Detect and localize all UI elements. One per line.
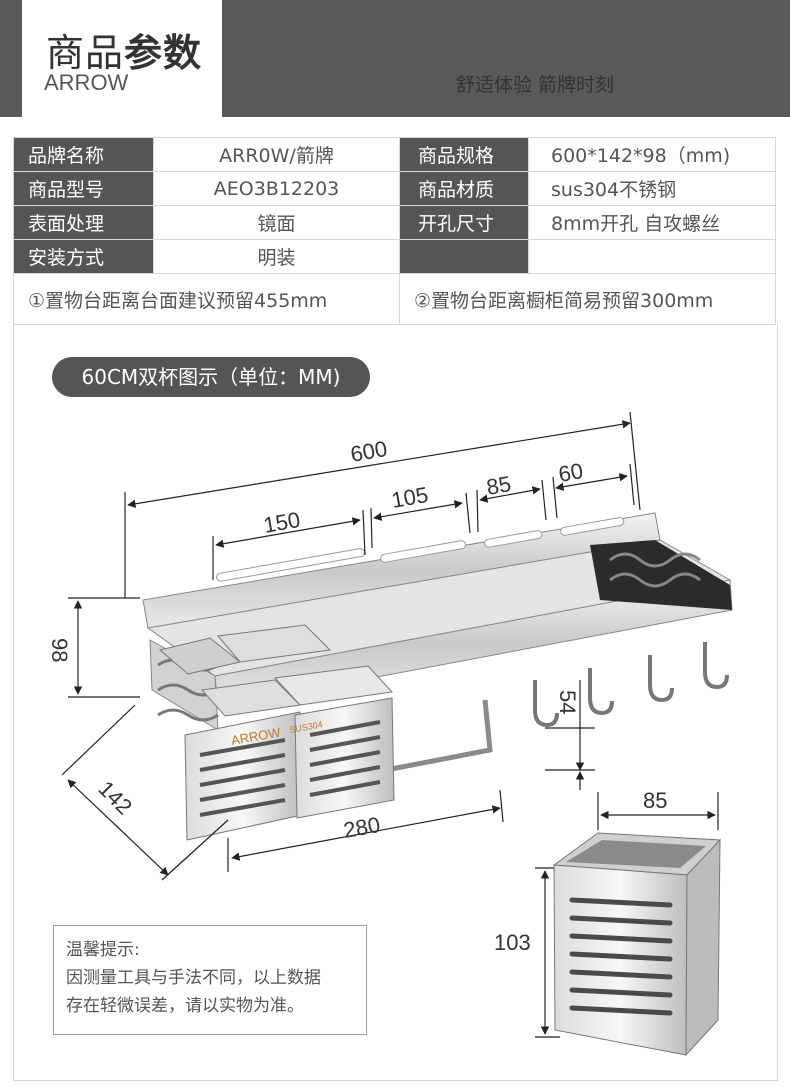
rack-end-panel	[590, 540, 732, 610]
param-value: 明装	[153, 239, 400, 274]
param-label: 商品材质	[399, 171, 529, 206]
note-1: ①置物台距离台面建议预留455mm	[13, 273, 400, 325]
dimension-lines	[61, 411, 719, 1038]
brand-subtitle: ARROW	[44, 70, 129, 95]
cup-detail	[552, 832, 722, 1057]
param-label: 商品规格	[399, 137, 529, 172]
dim-cup-width: 85	[643, 788, 667, 813]
note-row: ①置物台距离台面建议预留455mm ②置物台距离橱柜简易预留300mm	[13, 273, 776, 325]
tip-line-1: 因测量工具与手法不同，以上数据	[66, 968, 321, 988]
dim-total: 600	[349, 436, 390, 467]
param-value: AEO3B12203	[153, 171, 400, 206]
param-value: 8mm开孔 自攻螺丝	[528, 205, 776, 240]
param-value: ARR0W/箭牌	[153, 137, 400, 172]
diagram-frame	[13, 323, 778, 1081]
note-2: ②置物台距离橱柜简易预留300mm	[399, 273, 776, 325]
dim-142: 142	[93, 776, 137, 820]
param-table: 品牌名称 ARR0W/箭牌 商品规格 600*142*98（mm) 商品型号 A…	[13, 137, 776, 325]
tip-line-2: 存在轻微误差，请以实物为准。	[66, 996, 304, 1016]
param-value: sus304不锈钢	[528, 171, 776, 206]
param-row: 安装方式 明装	[13, 239, 776, 274]
param-row: 表面处理 镜面 开孔尺寸 8mm开孔 自攻螺丝	[13, 205, 776, 240]
slogan: 舒适体验 箭牌时刻	[456, 74, 615, 96]
dim-cup-height: 103	[494, 930, 531, 955]
cup-right	[294, 697, 395, 819]
diagram-title-pill: 60CM双杯图示（单位：MM)	[52, 357, 370, 397]
title-bold: 参数	[124, 31, 203, 75]
param-label: 表面处理	[13, 205, 154, 240]
param-label: 安装方式	[13, 239, 154, 274]
tip-box: 温馨提示: 因测量工具与手法不同，以上数据 存在轻微误差，请以实物为准。	[53, 925, 367, 1035]
dim-85: 85	[485, 471, 513, 500]
param-empty	[399, 239, 529, 274]
dim-60: 60	[557, 458, 585, 487]
param-value: 600*142*98（mm)	[528, 137, 776, 172]
dim-280: 280	[342, 812, 383, 843]
param-label: 开孔尺寸	[399, 205, 529, 240]
dim-98: 98	[47, 638, 72, 662]
dim-105: 105	[390, 482, 431, 513]
param-empty	[528, 239, 776, 274]
param-label: 品牌名称	[13, 137, 154, 172]
title-light: 商品	[46, 31, 125, 75]
tip-title: 温馨提示:	[66, 940, 140, 960]
hooks	[533, 642, 729, 728]
param-row: 品牌名称 ARR0W/箭牌 商品规格 600*142*98（mm)	[13, 137, 776, 172]
dim-150: 150	[262, 507, 303, 538]
title-box	[22, 0, 222, 117]
cup-tops	[158, 624, 394, 717]
dim-54: 54	[555, 690, 580, 714]
rack-back-panel	[142, 512, 661, 629]
page-title: 商品参数	[46, 22, 202, 77]
